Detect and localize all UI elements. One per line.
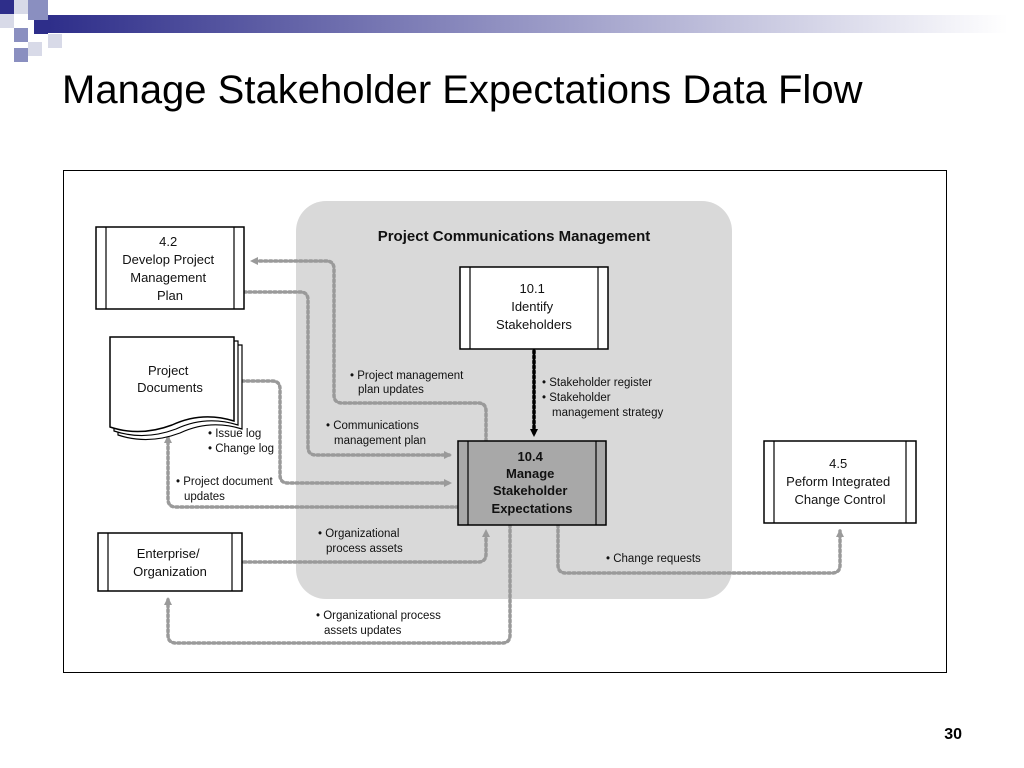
data-flow-diagram: Project Communications Management [95, 201, 917, 645]
communications-region [296, 201, 732, 599]
svg-text:10.4 Manage St: 10.4 Manage Stakeholder Expectations [492, 449, 573, 516]
label-issue-change-log: • Issue log • Change log [208, 428, 274, 455]
flow-opa [242, 529, 490, 564]
label-opa: • Organizational process assets [318, 528, 403, 555]
region-title: Project Communications Management [378, 228, 651, 245]
label-pm-plan-updates: • Project management plan updates [350, 370, 467, 396]
node-project-documents: Project Documents [109, 336, 243, 441]
svg-text:Project Documents: Project Documents [137, 363, 203, 395]
title-gradient-bar [48, 15, 1008, 33]
page-number: 30 [944, 726, 962, 743]
flow-opa-updates [164, 523, 512, 645]
node-enterprise: Enterprise/ Organization [97, 532, 243, 592]
svg-text:4.2 Develop Project: 4.2 Develop Project Management Plan [122, 234, 217, 303]
node-identify-stakeholders: 10.1 Identify Stakeholders [459, 266, 609, 350]
svg-text:Enterprise/ Organizati: Enterprise/ Organization [133, 546, 207, 579]
slide-title: Manage Stakeholder Expectations Data Flo… [62, 68, 863, 112]
label-comm-plan: • Communications management plan [326, 420, 426, 447]
corner-decoration [0, 0, 80, 62]
flow-pm-plan-updates [250, 257, 488, 443]
flow-doc-updates [164, 435, 460, 509]
flow-issue-change-log [240, 379, 452, 487]
label-doc-updates: • Project document updates [176, 476, 276, 503]
node-manage-expectations: 10.4 Manage Stakeholder Expectations [457, 440, 607, 526]
flow-comm-plan [242, 290, 452, 459]
label-change-requests: • Change requests [606, 553, 701, 565]
diagram-frame: Project Communications Management [63, 170, 947, 673]
node-develop-plan: 4.2 Develop Project Management Plan [95, 226, 245, 310]
label-opa-updates: • Organizational process assets updates [316, 610, 444, 637]
svg-text:10.1 Identify: 10.1 Identify Stakeholders [496, 281, 572, 332]
label-stakeholder: • Stakeholder register • Stakeholder man… [542, 377, 663, 419]
node-change-control: 4.5 Peform Integrated Change Control [763, 440, 917, 524]
flow-change-requests [556, 523, 844, 575]
svg-text:4.5 Peform Integrated: 4.5 Peform Integrated Change Control [786, 456, 894, 507]
